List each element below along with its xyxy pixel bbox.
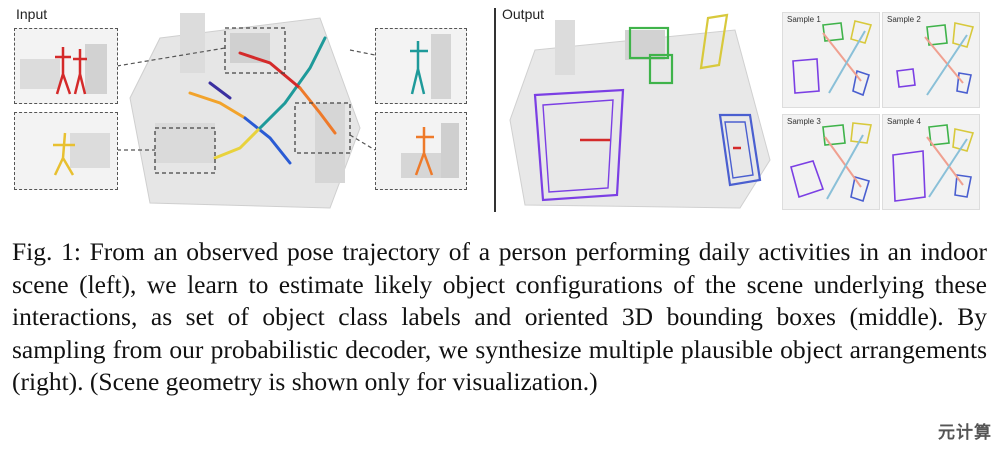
watermark-logo: 元计算: [938, 423, 992, 443]
bounding-box-icon: [533, 13, 762, 202]
input-label: Input: [16, 6, 48, 22]
figure-caption: Fig. 1: From an observed pose trajectory…: [12, 236, 987, 399]
sample-1: Sample 1: [782, 12, 880, 108]
output-label: Output: [502, 6, 545, 22]
input-scene: [129, 13, 361, 209]
sample-label: Sample 4: [887, 117, 921, 126]
output-scene: [509, 13, 771, 209]
sample-label: Sample 2: [887, 15, 921, 24]
figure-number: Fig. 1:: [12, 237, 81, 266]
caption-text: From an observed pose trajectory of a pe…: [12, 237, 987, 396]
sample-label: Sample 3: [787, 117, 821, 126]
inset-bottom-right: [375, 112, 467, 190]
panel-divider: [494, 8, 496, 212]
figure-1: Input: [0, 0, 1000, 220]
inset-top-right: [375, 28, 467, 104]
inset-bottom-left: [14, 112, 118, 190]
person-pose-icon: [55, 47, 87, 95]
pose-trajectory: [188, 36, 337, 165]
sample-label: Sample 1: [787, 15, 821, 24]
inset-top-left: [14, 28, 118, 104]
sample-2: Sample 2: [882, 12, 980, 108]
sample-4: Sample 4: [882, 114, 980, 210]
inset-connectors: [116, 47, 376, 151]
sample-3: Sample 3: [782, 114, 880, 210]
